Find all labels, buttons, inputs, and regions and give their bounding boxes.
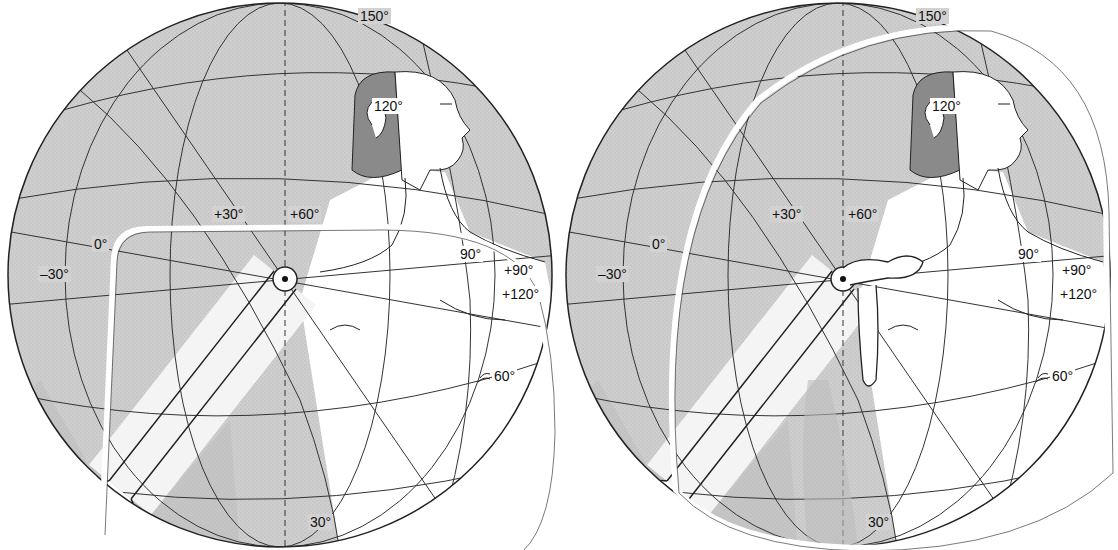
angle-label: +120° bbox=[1058, 286, 1099, 302]
angle-label: +60° bbox=[288, 206, 321, 222]
angle-label: 0° bbox=[92, 236, 109, 252]
angle-label: +90° bbox=[1060, 262, 1093, 278]
angle-label: +30° bbox=[212, 206, 245, 222]
angle-label: 150° bbox=[916, 8, 949, 24]
angle-label: –30° bbox=[596, 266, 629, 282]
angle-label: 0° bbox=[650, 236, 667, 252]
angle-label: –30° bbox=[38, 266, 71, 282]
angle-label: 120° bbox=[930, 98, 963, 114]
angle-label: 90° bbox=[458, 246, 483, 262]
angle-label: 150° bbox=[358, 8, 391, 24]
angle-label: 60° bbox=[492, 368, 517, 384]
angle-label: 30° bbox=[308, 514, 333, 530]
angle-label: +60° bbox=[846, 206, 879, 222]
angle-label: 120° bbox=[372, 98, 405, 114]
angle-label: 90° bbox=[1016, 246, 1041, 262]
angle-label: 30° bbox=[866, 514, 891, 530]
angle-label: +30° bbox=[770, 206, 803, 222]
angle-label: +90° bbox=[502, 262, 535, 278]
angle-label: +120° bbox=[500, 286, 541, 302]
angle-label: 60° bbox=[1050, 368, 1075, 384]
